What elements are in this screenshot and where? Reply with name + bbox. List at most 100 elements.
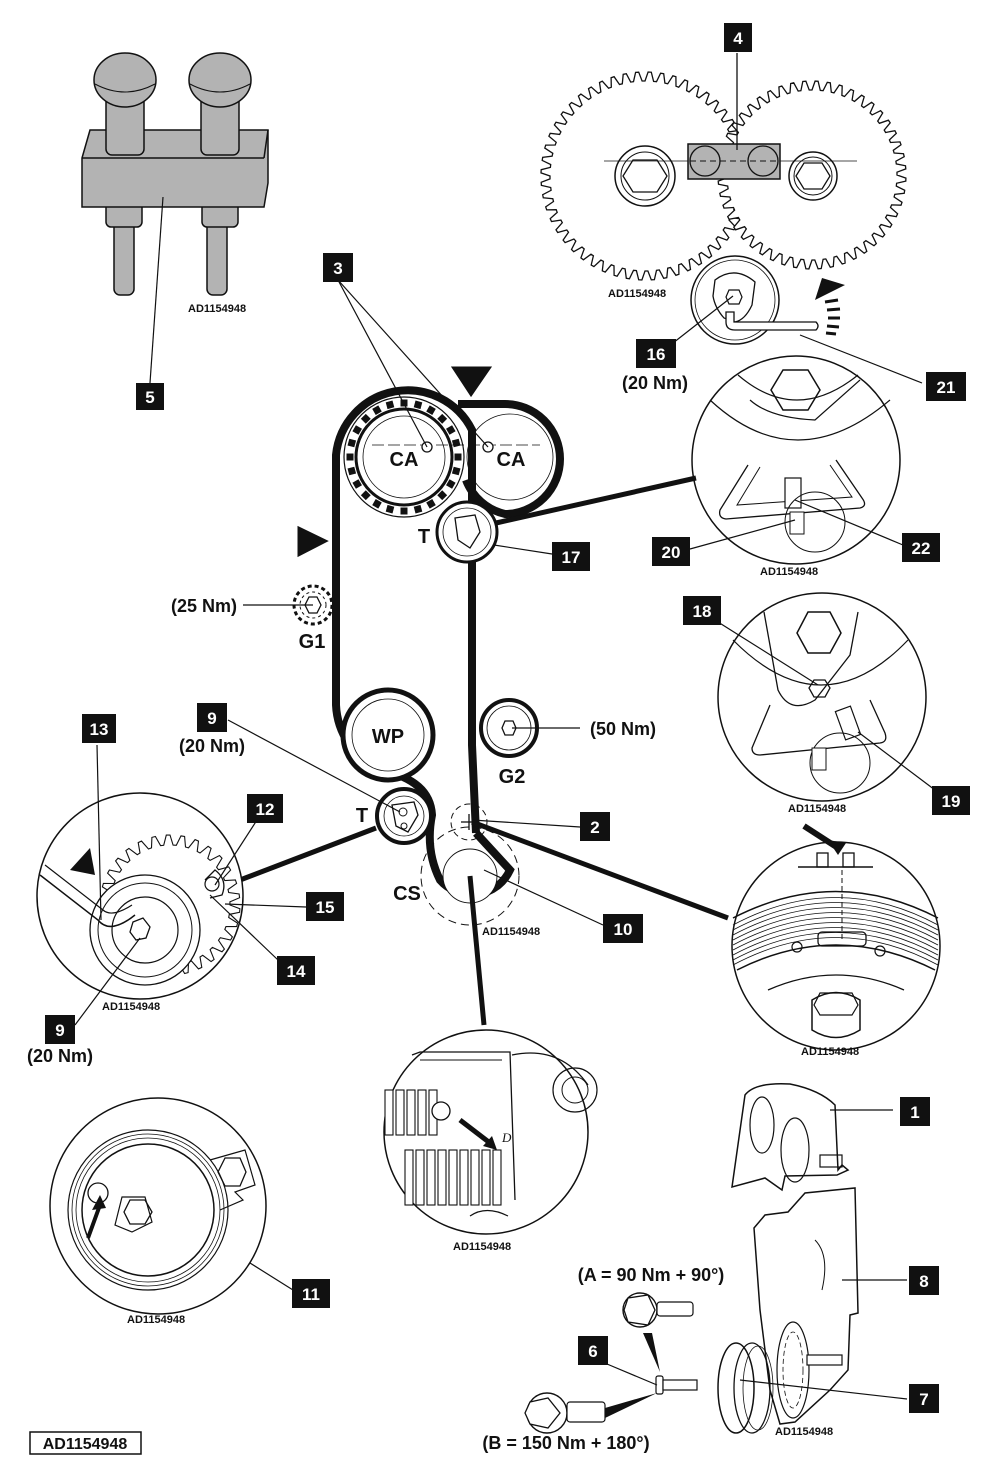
- sensor-ring-tooth: [437, 490, 448, 501]
- crank-pulley-ref: AD1154948: [801, 1046, 859, 1058]
- camshaft-gears-inset: AD1154948: [540, 53, 923, 384]
- sprocket-tooth: [437, 1149, 447, 1206]
- crank-sprocket-inset: D AD1154948: [383, 1029, 598, 1253]
- belt-tooth: [417, 1089, 427, 1136]
- svg-text:9: 9: [55, 1021, 64, 1040]
- sensor-ring-tooth: [372, 405, 382, 415]
- sensor-ring-tooth: [413, 400, 423, 410]
- torque-g1: (25 Nm): [171, 596, 237, 616]
- svg-text:3: 3: [333, 259, 342, 278]
- callout-18: 18: [683, 596, 721, 625]
- sprocket-tooth: [492, 1149, 502, 1206]
- sensor-ring-tooth: [360, 413, 371, 424]
- idler-g1-label: G1: [299, 631, 326, 653]
- svg-text:14: 14: [287, 962, 306, 981]
- sprocket-tooth: [459, 1149, 469, 1206]
- svg-text:17: 17: [562, 548, 581, 567]
- svg-text:18: 18: [693, 602, 712, 621]
- callout-10: 10: [603, 914, 643, 943]
- sprocket-tooth: [481, 1149, 491, 1206]
- callout-19: 19: [932, 786, 970, 815]
- torque-9-lower: (20 Nm): [27, 1046, 93, 1066]
- top-dead-center-marker: [449, 365, 494, 399]
- crank-pulley-inset: AD1154948: [731, 823, 941, 1058]
- sensor-ring-tooth: [426, 405, 436, 415]
- sensor-ring-tooth: [437, 413, 448, 424]
- belt-direction-marker: [296, 524, 332, 559]
- sensor-ring-tooth: [385, 504, 395, 514]
- sensor-ring-tooth: [346, 453, 354, 461]
- sensor-ring-tooth: [446, 425, 456, 435]
- footer-ref-code: AD1154948: [43, 1436, 128, 1453]
- water-pump-label: WP: [372, 726, 404, 748]
- callout-9-lower: 9: [45, 1015, 75, 1044]
- svg-text:19: 19: [942, 792, 961, 811]
- svg-text:21: 21: [937, 378, 956, 397]
- torque-16: (20 Nm): [622, 373, 688, 393]
- tensioner-mark-inset: AD1154948: [49, 1097, 294, 1326]
- sensor-ring-tooth: [347, 466, 357, 476]
- torque-bolt-a: (A = 90 Nm + 90°): [578, 1265, 725, 1285]
- sprocket-tooth: [415, 1149, 425, 1206]
- crankshaft-label: CS: [393, 883, 421, 905]
- sprocket-tooth: [470, 1149, 480, 1206]
- callout-12: 12: [247, 794, 283, 823]
- svg-text:8: 8: [919, 1272, 928, 1291]
- callout-20: 20: [652, 537, 690, 566]
- svg-text:1: 1: [910, 1103, 919, 1122]
- sprocket-tooth: [426, 1149, 436, 1206]
- svg-text:10: 10: [614, 920, 633, 939]
- sensor-ring-tooth: [454, 453, 462, 461]
- callout-2: 2: [580, 812, 610, 841]
- tensioner-detail-inset-1: AD1154948: [689, 355, 904, 578]
- footer-reference-box: AD1154948: [29, 1431, 142, 1455]
- callout-6: 6: [578, 1336, 608, 1365]
- sensor-ring-tooth: [446, 479, 456, 489]
- belt-tooth: [406, 1089, 416, 1136]
- svg-text:15: 15: [316, 898, 335, 917]
- sensor-ring-tooth: [360, 490, 371, 501]
- svg-text:9: 9: [207, 709, 216, 728]
- covers-and-bolts: AD1154948: [524, 1082, 908, 1438]
- torque-9-upper: (20 Nm): [179, 736, 245, 756]
- sensor-ring-tooth: [451, 466, 461, 476]
- sensor-ring-tooth: [385, 400, 395, 410]
- tensioner-detail-1-ref: AD1154948: [760, 566, 818, 578]
- tensioner-lock-inset: AD1154948: [36, 744, 307, 1026]
- tool-ref-code: AD1154948: [188, 303, 246, 315]
- torque-g2: (50 Nm): [590, 719, 656, 739]
- svg-text:16: 16: [647, 345, 666, 364]
- tensioner-upper-label: T: [418, 526, 430, 548]
- tensioner-mark-ref: AD1154948: [127, 1314, 185, 1326]
- tensioner-detail-2-ref: AD1154948: [788, 803, 846, 815]
- timing-belt: [332, 386, 480, 834]
- camshaft-right-label: CA: [497, 449, 526, 471]
- sensor-ring-tooth: [352, 425, 362, 435]
- sprocket-tooth: [404, 1149, 414, 1206]
- callout-5: 5: [136, 383, 164, 410]
- svg-text:22: 22: [912, 539, 931, 558]
- covers-ref-code: AD1154948: [775, 1426, 833, 1438]
- svg-text:20: 20: [662, 543, 681, 562]
- svg-text:12: 12: [256, 800, 275, 819]
- svg-text:6: 6: [588, 1342, 597, 1361]
- camshaft-locking-tool: AD1154948: [81, 52, 269, 384]
- callout-8: 8: [909, 1266, 939, 1295]
- tensioner-lower-label: T: [356, 805, 368, 827]
- callout-3: 3: [323, 253, 353, 282]
- svg-text:5: 5: [145, 388, 154, 407]
- sensor-ring-tooth: [400, 507, 408, 515]
- svg-text:7: 7: [919, 1390, 928, 1409]
- camshaft-left-label: CA: [390, 449, 419, 471]
- main-ref-code: AD1154948: [482, 926, 540, 938]
- callout-7: 7: [909, 1384, 939, 1413]
- sensor-ring-tooth: [347, 438, 357, 448]
- sensor-ring-tooth: [372, 499, 382, 509]
- idler-g2-label: G2: [499, 766, 526, 788]
- callout-21: 21: [926, 372, 966, 401]
- crank-sprocket-ref: AD1154948: [453, 1241, 511, 1253]
- sensor-ring-tooth: [426, 499, 436, 509]
- svg-text:11: 11: [302, 1285, 320, 1304]
- callout-16: 16: [636, 339, 676, 368]
